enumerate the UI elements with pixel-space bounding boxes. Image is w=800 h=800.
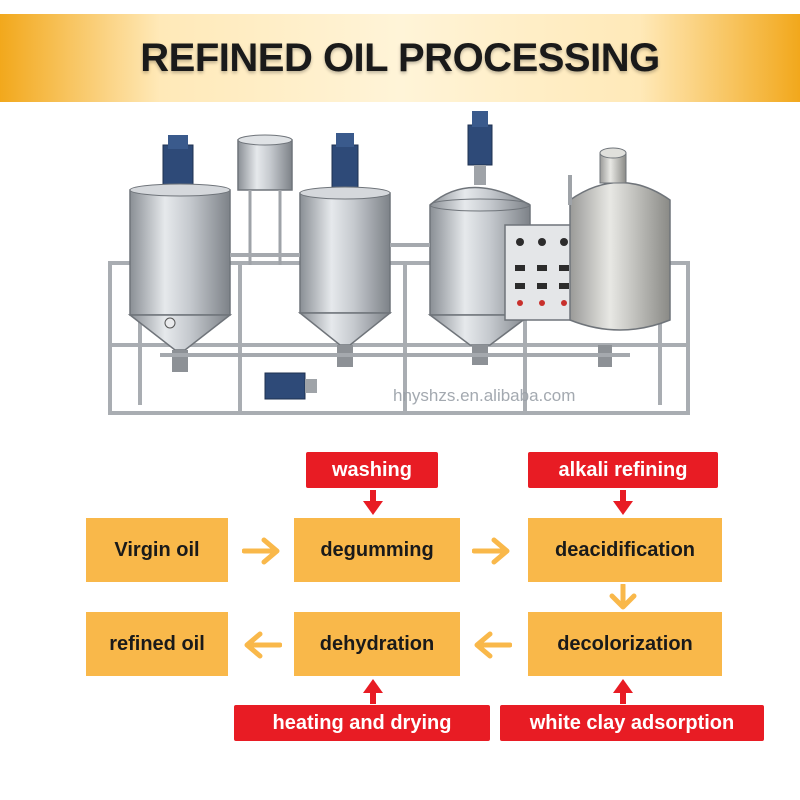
flow-right-arrow-icon — [472, 537, 510, 565]
step-virgin-oil: Virgin oil — [86, 518, 228, 582]
flow-left-arrow-icon — [474, 631, 512, 659]
flow-left-arrow-icon — [244, 631, 282, 659]
flow-down-arrow-icon — [609, 584, 637, 610]
input-label-white-clay-adsorption: white clay adsorption — [500, 705, 764, 741]
step-decolorization: decolorization — [528, 612, 722, 676]
step-dehydration: dehydration — [294, 612, 460, 676]
input-label-washing: washing — [306, 452, 438, 488]
photo-watermark: hnyshzs.en.alibaba.com — [393, 386, 576, 405]
step-deacidification: deacidification — [528, 518, 722, 582]
title-banner: REFINED OIL PROCESSING — [0, 14, 800, 102]
red-up-arrow-icon — [613, 679, 633, 704]
flow-right-arrow-icon — [242, 537, 280, 565]
step-degumming: degumming — [294, 518, 460, 582]
red-up-arrow-icon — [363, 679, 383, 704]
step-refined-oil: refined oil — [86, 612, 228, 676]
input-label-heating-and-drying: heating and drying — [234, 705, 490, 741]
page-title: REFINED OIL PROCESSING — [140, 36, 660, 80]
red-down-arrow-icon — [363, 490, 383, 515]
red-down-arrow-icon — [613, 490, 633, 515]
oil-refinery-equipment-image — [108, 111, 690, 415]
input-label-alkali-refining: alkali refining — [528, 452, 718, 488]
